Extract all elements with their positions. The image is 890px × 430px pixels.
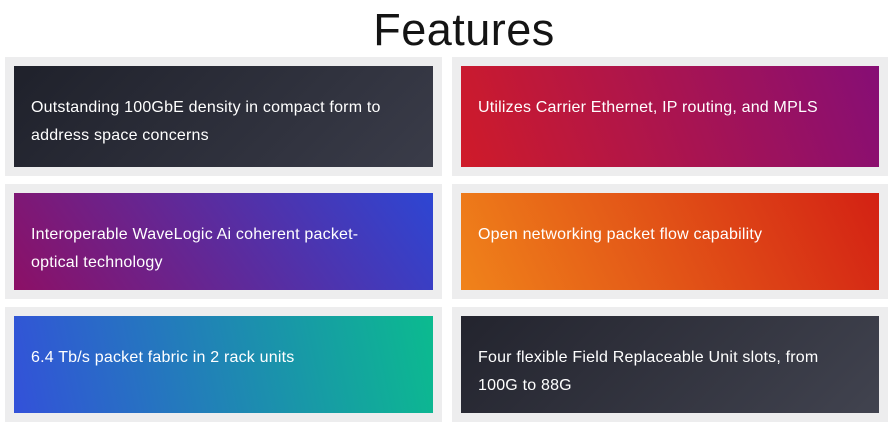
page-title: Features bbox=[373, 4, 555, 55]
feature-card-frame: Outstanding 100GbE density in compact fo… bbox=[5, 57, 442, 176]
feature-card-fru-slots: Four flexible Field Replaceable Unit slo… bbox=[461, 316, 879, 413]
feature-card-frame: Utilizes Carrier Ethernet, IP routing, a… bbox=[452, 57, 888, 176]
feature-card-carrier-ethernet: Utilizes Carrier Ethernet, IP routing, a… bbox=[461, 66, 879, 167]
feature-card-packet-fabric: 6.4 Tb/s packet fabric in 2 rack units bbox=[14, 316, 433, 413]
feature-card-wavelogic: Interoperable WaveLogic Ai coherent pack… bbox=[14, 193, 433, 290]
feature-card-frame: Open networking packet flow capability bbox=[452, 184, 888, 299]
feature-card-open-networking: Open networking packet flow capability bbox=[461, 193, 879, 290]
feature-card-frame: 6.4 Tb/s packet fabric in 2 rack units bbox=[5, 307, 442, 422]
feature-card-100gbe-density: Outstanding 100GbE density in compact fo… bbox=[14, 66, 433, 167]
feature-card-frame: Interoperable WaveLogic Ai coherent pack… bbox=[5, 184, 442, 299]
feature-cards-grid: Outstanding 100GbE density in compact fo… bbox=[5, 57, 888, 422]
feature-card-frame: Four flexible Field Replaceable Unit slo… bbox=[452, 307, 888, 422]
